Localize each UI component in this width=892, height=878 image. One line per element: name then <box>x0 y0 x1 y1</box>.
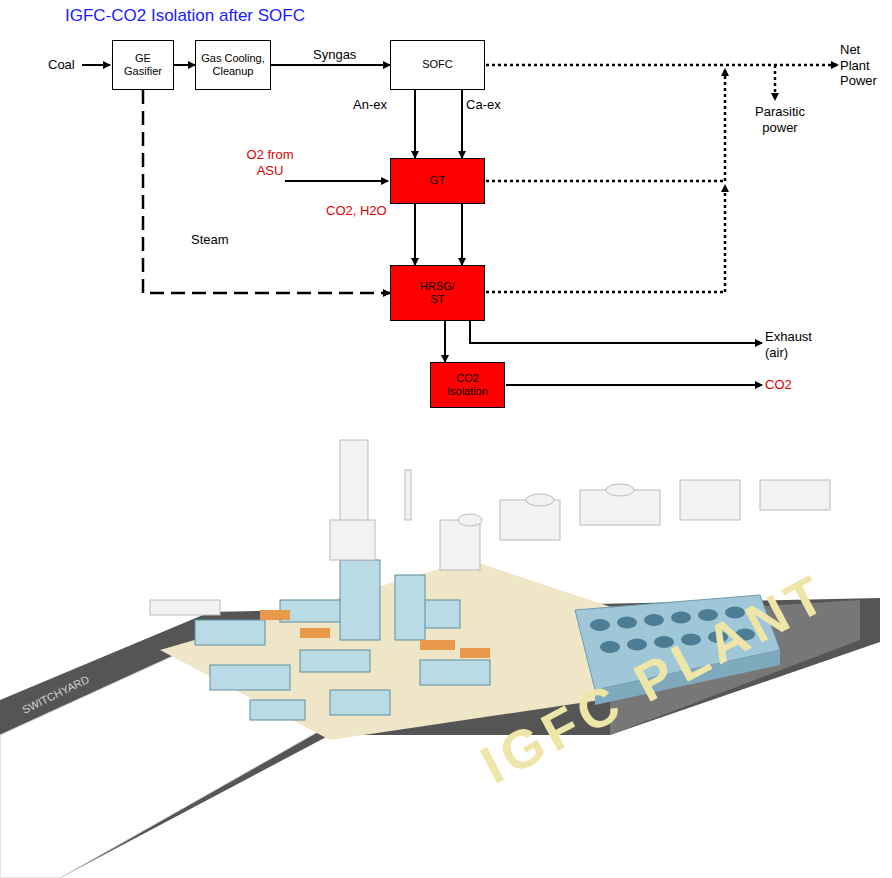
edge-label: An-ex <box>352 97 388 113</box>
annotation: Net Plant Power <box>840 42 890 89</box>
gasifier-structures <box>150 440 830 615</box>
annotation: CO2 <box>765 377 792 393</box>
flow-arrow <box>271 64 390 66</box>
process-box-red: GT <box>390 158 485 204</box>
fan <box>644 614 664 626</box>
process-box-red: HRSG/ ST <box>390 265 485 321</box>
exhaust-line <box>470 321 762 343</box>
process-box: SOFC <box>390 40 485 90</box>
box-label: GT <box>430 174 445 187</box>
steam-line <box>143 90 390 293</box>
power-lines <box>486 65 838 292</box>
fan <box>600 641 620 653</box>
process-box: Gas Cooling, Cleanup <box>195 40 271 90</box>
coal-feed <box>82 64 110 66</box>
annotation: Parasitic power <box>745 104 815 135</box>
process-box: GE Gasifier <box>112 40 174 90</box>
annotation: Coal <box>48 57 75 73</box>
box-content: HRSG/ ST <box>415 280 460 306</box>
edge-label: Steam <box>190 232 230 248</box>
fan <box>671 612 691 624</box>
switchyard-lot <box>0 655 330 878</box>
process-units <box>195 560 490 720</box>
fan <box>617 617 637 629</box>
box-content: GE Gasifier <box>117 52 169 78</box>
fuel-cell-modules <box>260 610 490 658</box>
box-label: HRSG/ ST <box>415 280 460 306</box>
box-content: CO2 Isolation <box>443 372 493 398</box>
edge-label: Ca-ex <box>465 97 502 113</box>
fixed-wires <box>82 65 762 385</box>
flow-arrow <box>461 204 463 265</box>
fan <box>590 619 610 631</box>
flow-arrow <box>174 64 195 66</box>
annotation: O2 from ASU <box>240 147 300 178</box>
flow-arrow <box>461 90 463 158</box>
box-content: Gas Cooling, Cleanup <box>200 52 266 78</box>
box-content: SOFC <box>422 58 453 71</box>
diagram-title: IGFC-CO2 Isolation after SOFC <box>65 6 305 26</box>
edge-label: CO2, H2O <box>325 203 388 219</box>
co2-out <box>506 384 762 386</box>
box-label: GE Gasifier <box>117 52 169 78</box>
process-box-red: CO2 Isolation <box>430 362 505 408</box>
annotation: Exhaust (air) <box>765 329 825 360</box>
box-label: Gas Cooling, Cleanup <box>200 52 266 78</box>
flow-arrow <box>414 204 416 265</box>
flow-arrow <box>444 321 446 362</box>
box-content: GT <box>430 174 445 187</box>
o2-feed <box>285 180 388 182</box>
edge-label: Syngas <box>312 47 357 63</box>
flow-arrow <box>414 90 416 158</box>
box-label: CO2 Isolation <box>443 372 493 398</box>
box-label: SOFC <box>422 58 453 71</box>
